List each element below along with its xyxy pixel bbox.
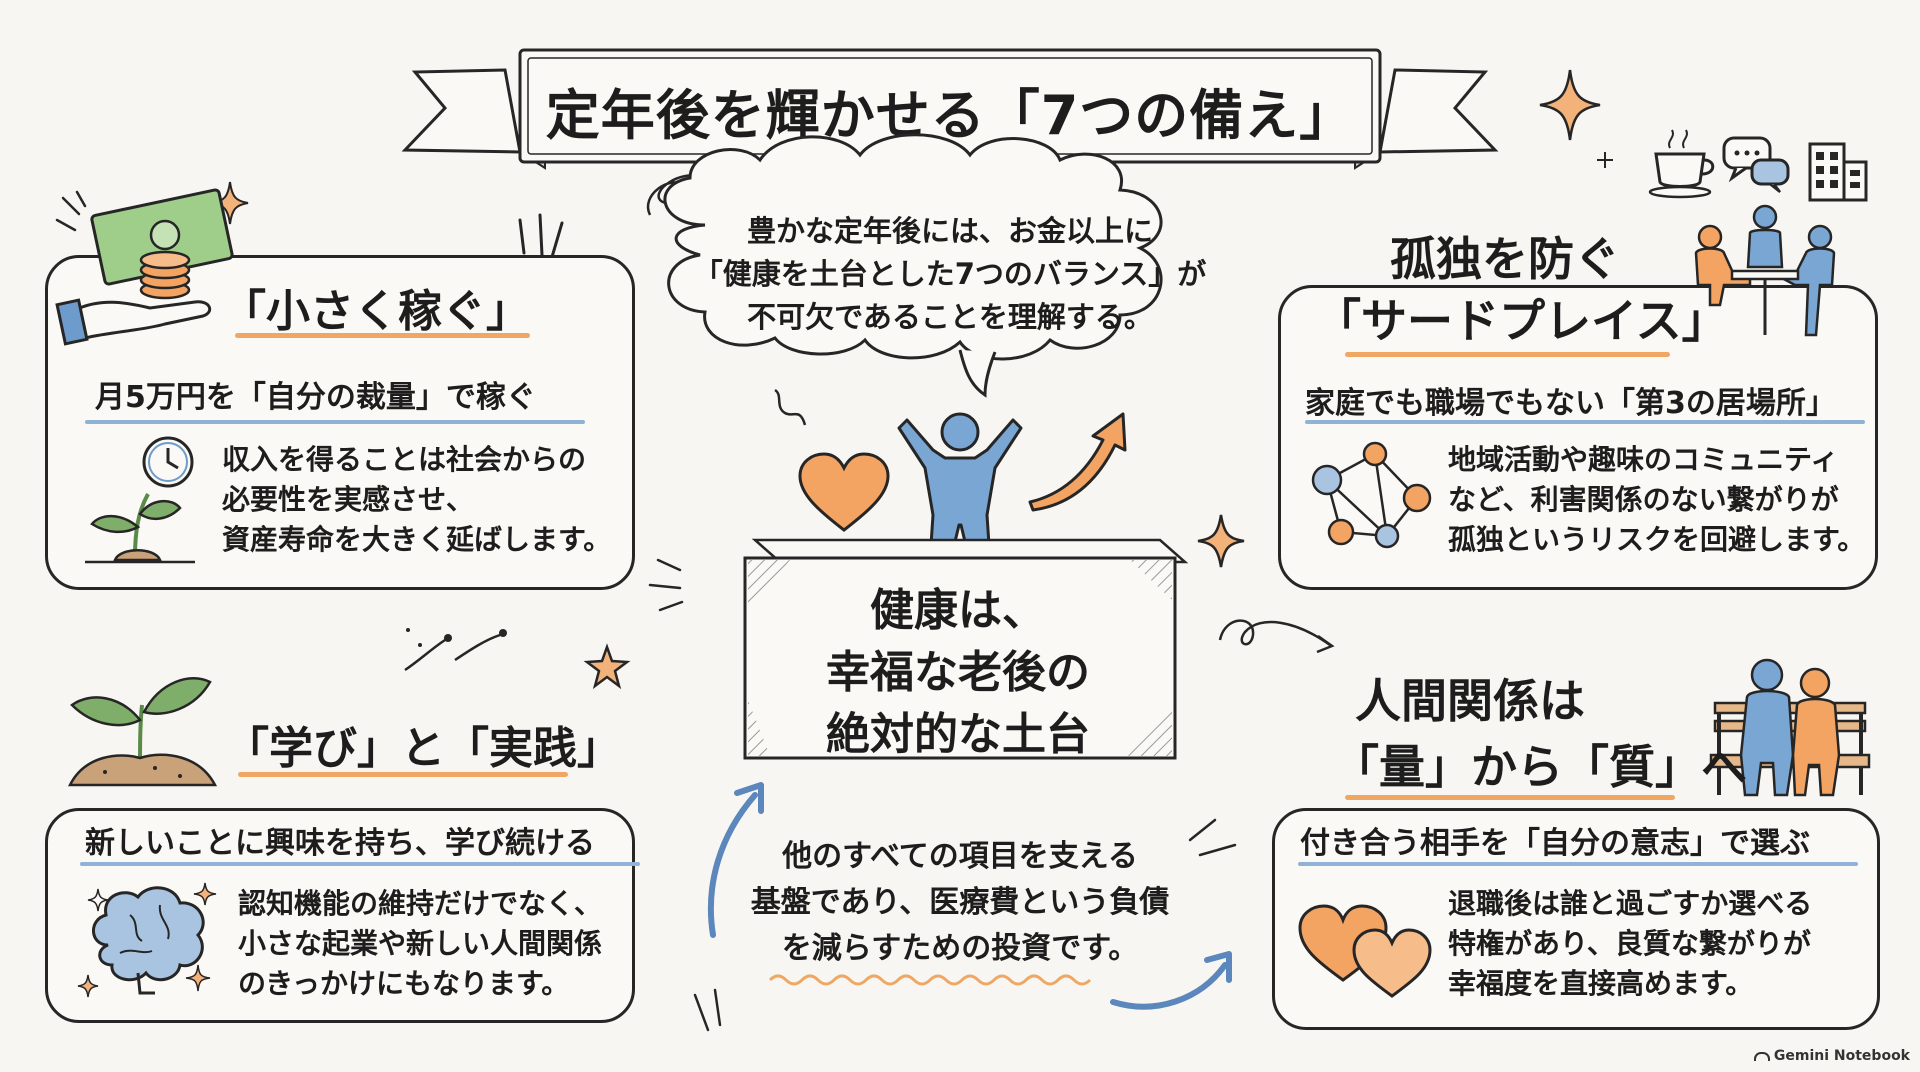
heading-underline bbox=[1345, 352, 1670, 357]
sparkle-icon bbox=[1197, 514, 1245, 568]
left-curved-arrow bbox=[707, 782, 764, 938]
card-relations-heading: 人間関係は 「量」から「質」へ bbox=[1333, 668, 1747, 800]
burst-lines bbox=[1188, 818, 1237, 857]
sparkle-icon bbox=[1597, 152, 1613, 168]
people-table-icon bbox=[1694, 204, 1836, 337]
body-line: のきっかけにもなります。 bbox=[238, 967, 570, 1000]
plant-clock-icon bbox=[85, 436, 195, 564]
burst-lines bbox=[693, 988, 722, 1032]
body-line: 必要性を実感させ、 bbox=[222, 483, 475, 516]
card-place-body: 地域活動や趣味のコミュニティ など、利害関係のない繋がりが 孤独というリスクを回… bbox=[1448, 440, 1865, 560]
center-line: 健康は、 bbox=[870, 585, 1046, 636]
sparkle-icon bbox=[1539, 69, 1601, 141]
network-icon bbox=[1311, 441, 1432, 549]
heading-line: 孤独を防ぐ bbox=[1390, 232, 1620, 286]
body-line: 資産寿命を大きく延ばします。 bbox=[222, 523, 612, 556]
card-learn-subheading: 新しいことに興味を持ち、学び続ける bbox=[85, 826, 595, 861]
body-line: 特権があり、良質な繋がりが bbox=[1448, 927, 1811, 960]
gemini-logo-icon bbox=[1753, 1051, 1770, 1061]
subheading-underline bbox=[80, 862, 640, 866]
cloud-line: 不可欠であることを理解する。 bbox=[747, 300, 1153, 334]
body-line: 退職後は誰と過ごすか選べる bbox=[1448, 887, 1813, 920]
card-relations-subheading: 付き合う相手を「自分の意志」で選ぶ bbox=[1300, 826, 1810, 861]
up-arrow-icon bbox=[1028, 412, 1127, 512]
heading-underline bbox=[235, 333, 530, 338]
heading-line: 人間関係は bbox=[1355, 674, 1585, 728]
center-message: 健康は、 幸福な老後の 絶対的な土台 bbox=[748, 580, 1168, 766]
footer-brand: Gemini Notebook bbox=[1753, 1048, 1910, 1064]
building-icon bbox=[1808, 142, 1868, 202]
star-icon bbox=[583, 643, 631, 690]
subheading-underline bbox=[1305, 420, 1865, 424]
wavy-underline bbox=[768, 974, 1092, 986]
card-earn-subheading: 月5万円を「自分の裁量」で稼ぐ bbox=[95, 380, 536, 415]
body-line: 収入を得ることは社会からの bbox=[222, 443, 587, 476]
chat-bubbles-icon bbox=[1722, 136, 1790, 193]
body-line: 地域活動や趣味のコミュニティ bbox=[1448, 443, 1839, 476]
center-note: 他のすべての項目を支える 基盤であり、医療費という負債 を減らすための投資です。 bbox=[720, 834, 1200, 972]
center-note-line: を減らすための投資です。 bbox=[781, 931, 1139, 966]
squiggle-doodle bbox=[774, 388, 807, 426]
couple-bench-icon bbox=[1709, 658, 1871, 797]
card-earn-body: 収入を得ることは社会からの 必要性を実感させ、 資産寿命を大きく延ばします。 bbox=[222, 440, 611, 560]
brain-icon bbox=[77, 882, 217, 998]
heading-line: 「サードプレイス」 bbox=[1315, 294, 1728, 348]
center-line: 絶対的な土台 bbox=[826, 709, 1090, 760]
loop-arrow bbox=[1218, 619, 1335, 654]
body-line: 孤独というリスクを回避します。 bbox=[1448, 523, 1866, 556]
card-place-heading: 孤独を防ぐ 「サードプレイス」 bbox=[1315, 228, 1728, 352]
sprout-icon bbox=[67, 677, 218, 787]
heading-line: 「量」から「質」へ bbox=[1333, 740, 1747, 794]
subheading-underline bbox=[85, 420, 585, 424]
coffee-cup-icon bbox=[1648, 129, 1715, 199]
footer-label: Gemini Notebook bbox=[1773, 1048, 1910, 1064]
card-earn-heading: 「小さく稼ぐ」 bbox=[222, 286, 530, 337]
card-learn-heading: 「学び」と「実践」 bbox=[225, 723, 621, 774]
body-line: など、利害関係のない繋がりが bbox=[1448, 483, 1839, 516]
heart-icon bbox=[798, 452, 890, 532]
burst-lines bbox=[518, 213, 564, 259]
card-learn-body: 認知機能の維持だけでなく、 小さな起業や新しい人間関係 のきっかけにもなります。 bbox=[238, 884, 602, 1004]
page-title: 定年後を輝かせる「7つの備え」 bbox=[545, 83, 1355, 147]
cloud-message: 豊かな定年後には、お金以上に 「健康を土台とした7つのバランス」が 不可欠である… bbox=[660, 210, 1240, 339]
body-line: 幸福度を直接高めます。 bbox=[1448, 967, 1754, 1000]
subheading-underline bbox=[1298, 862, 1858, 866]
card-place-subheading: 家庭でも職場でもない「第3の居場所」 bbox=[1305, 386, 1836, 421]
body-line: 認知機能の維持だけでなく、 bbox=[238, 887, 603, 920]
heading-underline bbox=[1345, 795, 1675, 800]
cloud-line: 豊かな定年後には、お金以上に bbox=[746, 214, 1153, 248]
right-curved-arrow bbox=[1110, 951, 1232, 1010]
center-line: 幸福な老後の bbox=[826, 647, 1090, 698]
center-note-line: 他のすべての項目を支える bbox=[782, 839, 1138, 874]
burst-lines bbox=[648, 558, 684, 612]
center-note-line: 基盤であり、医療費という負債 bbox=[750, 885, 1170, 920]
card-relations-body: 退職後は誰と過ごすか選べる 特権があり、良質な繋がりが 幸福度を直接高めます。 bbox=[1448, 884, 1812, 1004]
cloud-line: 「健康を土台とした7つのバランス」が bbox=[693, 257, 1207, 291]
body-line: 小さな起業や新しい人間関係 bbox=[238, 927, 603, 960]
money-hand-icon bbox=[55, 188, 234, 346]
hearts-icon bbox=[1298, 904, 1432, 998]
heading-underline bbox=[238, 772, 568, 777]
person-cheering-icon bbox=[897, 412, 1023, 577]
wisp-doodle bbox=[404, 628, 507, 672]
